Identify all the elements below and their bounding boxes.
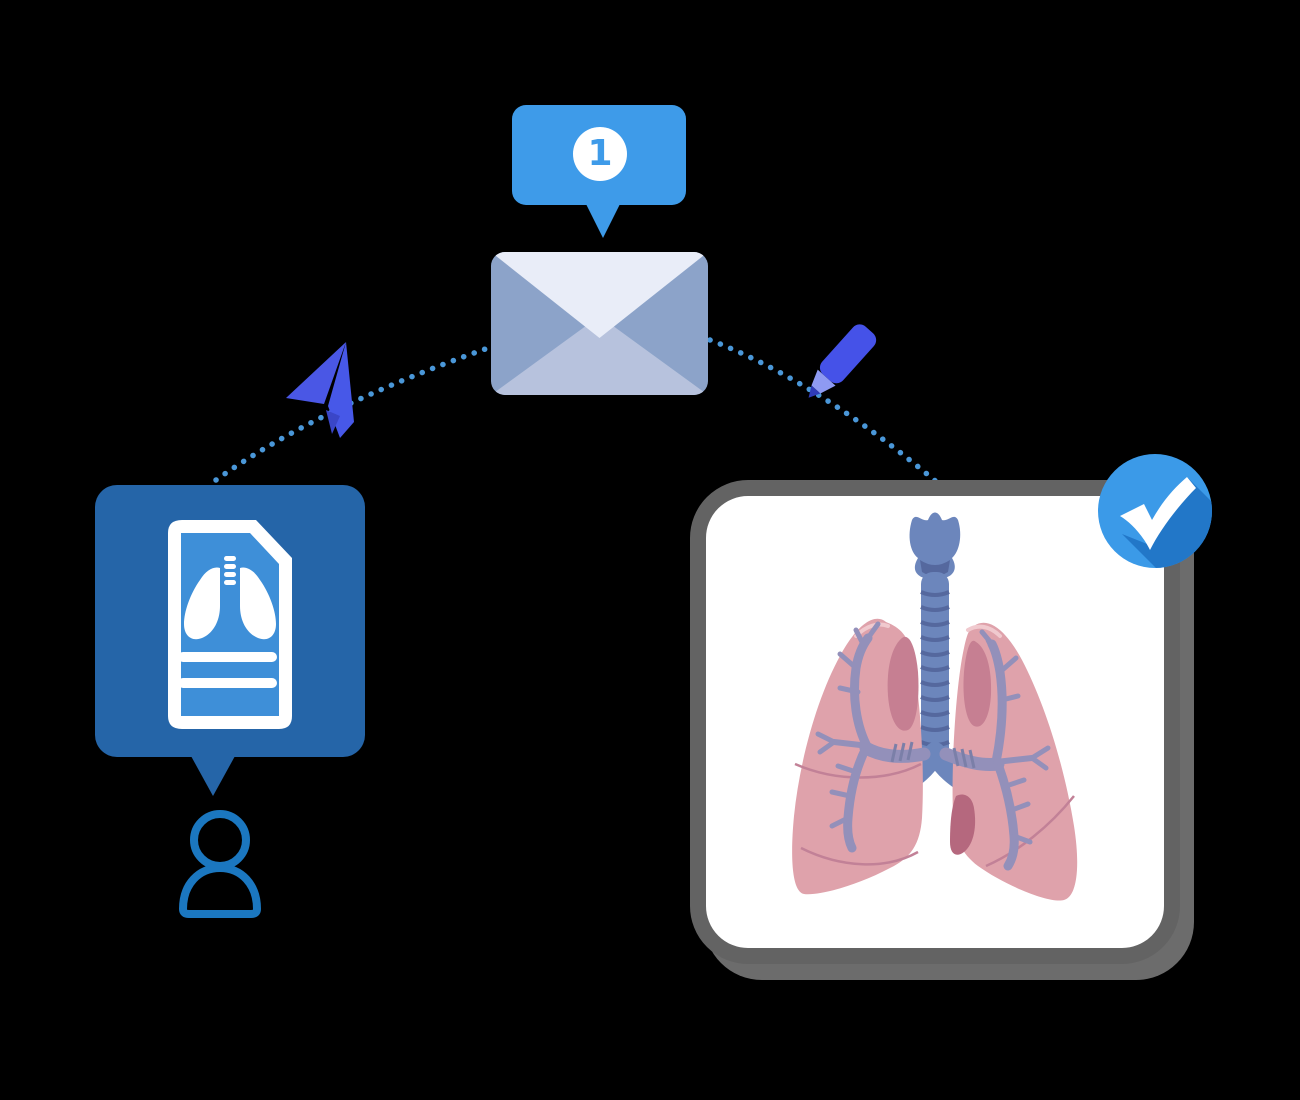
connector-arc-right xyxy=(707,337,949,493)
lungs-illustration xyxy=(792,512,1078,901)
lungs-glyph-icon xyxy=(184,556,276,640)
document-text-line xyxy=(178,678,277,688)
connector-arc-left xyxy=(213,343,497,483)
report-bubble-tail xyxy=(191,756,235,796)
notification-badge: 1 xyxy=(512,105,686,238)
notification-count-circle: 1 xyxy=(573,127,627,181)
notification-badge-tail xyxy=(586,204,620,238)
pencil-icon xyxy=(808,324,877,398)
paper-plane-icon xyxy=(286,342,354,438)
notification-count: 1 xyxy=(587,133,613,174)
lungs-card xyxy=(690,480,1180,964)
person-icon xyxy=(179,810,261,918)
document-report-icon xyxy=(168,520,292,729)
document-text-line xyxy=(178,652,277,662)
report-bubble xyxy=(95,485,365,796)
checkmark-icon xyxy=(1098,454,1212,568)
envelope-icon xyxy=(491,252,708,395)
